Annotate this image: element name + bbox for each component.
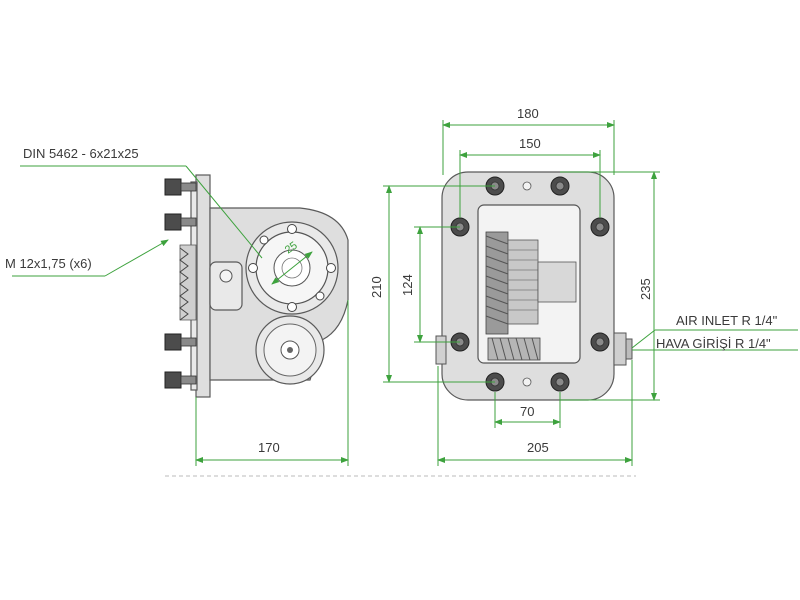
dim-210: 210 [369,185,495,383]
dim-180: 180 [442,106,615,175]
dim-124: 124 [400,226,460,343]
side-lower-shaft [255,315,325,385]
air-inlet-label-en: AIR INLET R 1/4" [676,313,778,328]
dim-210-label: 210 [369,276,384,298]
dim-170: 170 [195,300,349,466]
air-inlet-label-tr: HAVA GİRİŞİ R 1/4" [656,336,771,351]
dim-205-label: 205 [527,440,549,455]
spline-dia-label: 25 [283,240,300,257]
front-gear [485,231,577,361]
spline-spec-label: DIN 5462 - 6x21x25 [23,146,139,161]
side-gear-teeth [179,244,197,321]
side-flange-plate [195,174,211,398]
dim-180-label: 180 [517,106,539,121]
dim-150-label: 150 [519,136,541,151]
dim-235: 235 [560,171,660,401]
dim-205: 205 [437,360,633,466]
side-leaders [12,165,263,277]
dim-235-label: 235 [638,278,653,300]
dim-170-label: 170 [258,440,280,455]
front-bolts [450,176,610,392]
dim-124-label: 124 [400,274,415,296]
air-inlet-fitting [613,332,627,366]
dim-70-label: 70 [520,404,534,419]
thread-spec-label: M 12x1,75 (x6) [5,256,92,271]
dim-70: 70 [494,392,561,428]
dim-150: 150 [459,136,601,218]
front-view [435,171,633,401]
side-studs [164,178,197,389]
air-inlet-leader [631,329,798,351]
side-view: 25 [164,174,349,398]
